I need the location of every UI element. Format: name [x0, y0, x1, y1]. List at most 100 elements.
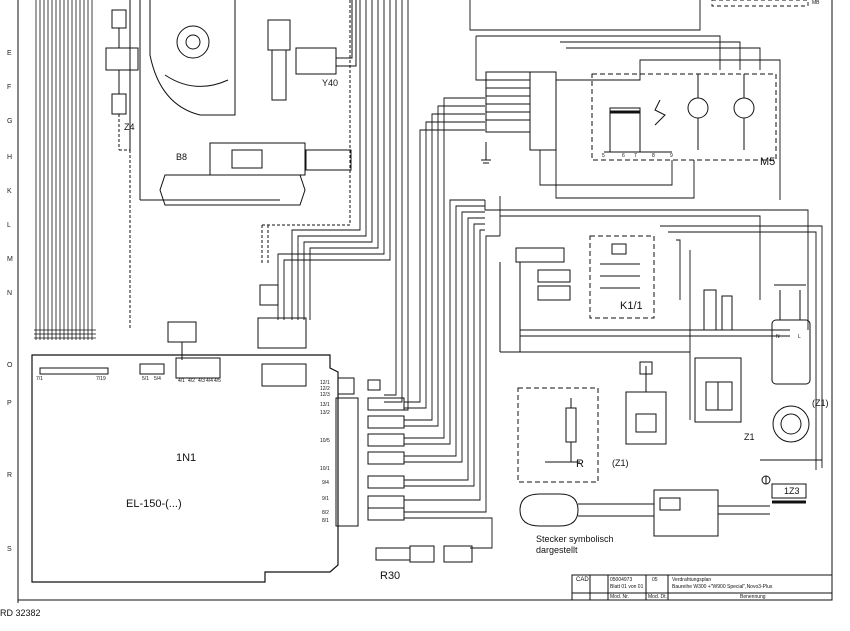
pin-label: 5/1	[142, 376, 149, 382]
tb-footer: Benennung	[740, 594, 766, 600]
pin-label: 4/4	[206, 378, 213, 384]
y40-valve	[267, 0, 357, 101]
b8-sensor	[159, 142, 352, 206]
pin-label: 4/3	[198, 378, 205, 384]
right-wires	[660, 225, 823, 470]
label-1z3: 1Z3	[784, 486, 800, 496]
title-block-frame	[571, 574, 833, 601]
pin-label: 12/2	[320, 386, 330, 392]
label-1n1: 1N1	[176, 452, 197, 464]
m5-terminal: 6	[622, 153, 625, 159]
board-connector-13	[337, 377, 355, 395]
label-r30: R30	[380, 570, 401, 582]
board-connector-top	[39, 367, 109, 375]
pin-label: 13/1	[320, 402, 330, 408]
upper-connectors	[167, 284, 307, 360]
controller-board-1n1	[31, 354, 339, 583]
plug-note-line1: Stecker symbolisch	[536, 534, 614, 544]
board-connector-5	[139, 363, 165, 375]
ribbon-cable	[34, 0, 96, 340]
ground-symbol	[761, 475, 771, 485]
label-mb: MB	[812, 0, 820, 6]
tb-doc-number: 05004973	[610, 577, 633, 583]
k1-relay-box	[589, 235, 655, 319]
label-r: R	[576, 458, 584, 470]
pin-label: 8/2	[322, 510, 329, 516]
plug-note-line2: dargestellt	[536, 545, 578, 555]
top-bundle	[469, 0, 809, 200]
m5-terminal: 7	[634, 153, 637, 159]
r30-sensor	[375, 545, 473, 563]
pin-label: 9/1	[322, 496, 329, 502]
tb-title-2: Baureihe W300 +"W900 Special",Novo3-Plus	[672, 584, 773, 590]
z1-filter-left	[625, 361, 667, 445]
board-connector-strip	[335, 397, 359, 527]
label-el150: EL-150-(...)	[126, 498, 182, 510]
label-z1-paren-right: (Z1)	[812, 398, 829, 408]
pin-label: 5/4	[154, 376, 161, 382]
row-marker: P	[7, 400, 12, 407]
row-marker: O	[7, 362, 13, 369]
pin-label: 9/4	[322, 480, 329, 486]
z1-filter-center	[694, 289, 742, 423]
label-l: L	[798, 334, 801, 340]
board-connector-small	[367, 379, 381, 391]
board-connector-4	[175, 357, 221, 379]
capacitor-z1	[771, 284, 811, 443]
label-m5: M5	[760, 156, 776, 168]
z3-block	[771, 483, 807, 499]
m5-motor-box	[591, 73, 777, 161]
tb-footer: Mod. Dt.	[648, 594, 667, 600]
label-z4: Z4	[124, 122, 135, 132]
k1-relay-internal	[600, 243, 640, 289]
row-marker: S	[7, 546, 12, 553]
label-y40: Y40	[322, 78, 339, 88]
label-z1: Z1	[744, 432, 755, 442]
bus-to-right	[404, 97, 500, 549]
pin-label: 4/5	[214, 378, 221, 384]
k1-connectors	[499, 247, 790, 353]
tb-index: 05	[652, 577, 658, 583]
pin-label: 7/19	[96, 376, 106, 382]
pin-label: 10/5	[320, 438, 330, 444]
pin-label: 10/1	[320, 466, 330, 472]
pin-label: 12/3	[320, 392, 330, 398]
dashed-harness	[261, 0, 351, 265]
row-marker: N	[7, 290, 13, 297]
label-b8: B8	[176, 152, 188, 162]
door-lock-mechanism	[129, 0, 280, 201]
pin-label: 4/1	[178, 378, 185, 384]
r-heater-internal	[545, 398, 580, 463]
m5-terminal: 8	[652, 153, 655, 159]
m5-terminal: 9	[670, 153, 673, 159]
row-marker: F	[7, 84, 12, 91]
row-marker: E	[7, 50, 12, 57]
z4-component	[105, 9, 139, 330]
board-connector-6	[261, 363, 307, 387]
m5-connector-block	[481, 71, 557, 164]
row-marker: K	[7, 188, 12, 195]
row-marker: G	[7, 118, 13, 125]
m5-terminal: 5	[602, 153, 605, 159]
drawing-number: RD 32382	[0, 608, 41, 618]
pin-label: 4/2	[188, 378, 195, 384]
row-marker: M	[7, 256, 13, 263]
pin-label: 13/2	[320, 410, 330, 416]
mains-plug	[519, 489, 770, 537]
row-marker: H	[7, 154, 13, 161]
tb-footer: Mod. Nr.	[610, 594, 629, 600]
pin-label: 8/1	[322, 518, 329, 524]
pin-label: 7/1	[36, 376, 43, 382]
m5-internal	[604, 74, 755, 153]
row-marker: R	[7, 472, 13, 479]
row-marker: L	[7, 222, 11, 229]
r-heater-box	[517, 387, 599, 483]
tb-cad: CAD	[576, 577, 589, 583]
pin-label: 12/1	[320, 380, 330, 386]
label-n: N	[776, 334, 780, 340]
connector-stack-right	[367, 397, 405, 521]
tb-title-1: Verdrahtungsplan	[672, 577, 712, 583]
label-z1-paren-left: (Z1)	[612, 458, 629, 468]
